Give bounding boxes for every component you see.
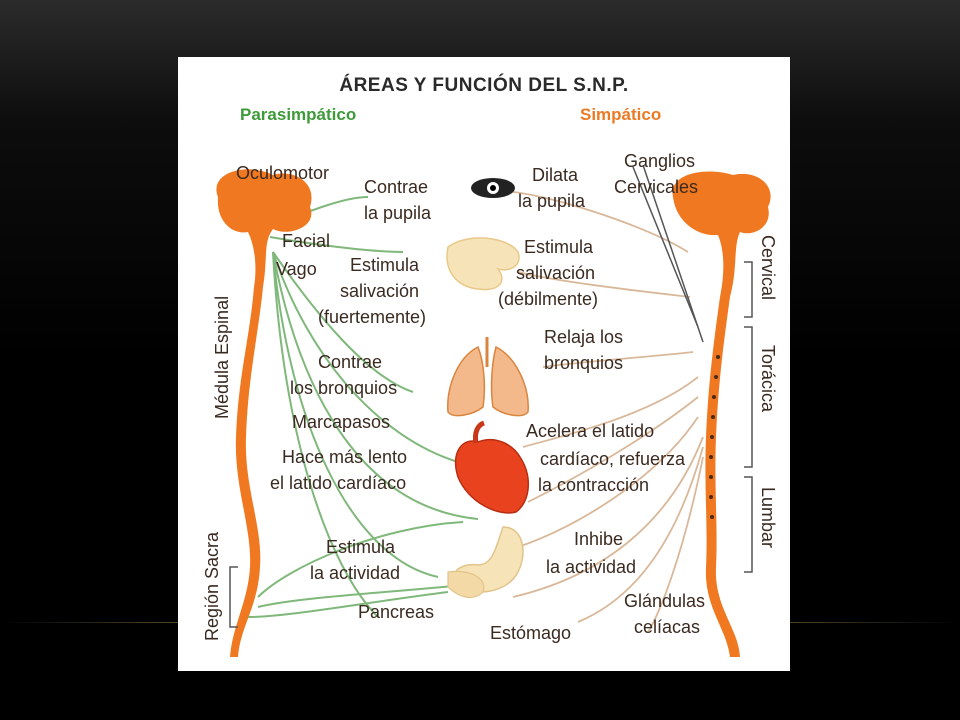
organ-stomach: Estómago: [490, 623, 572, 643]
symp-stomach-line2: la actividad: [546, 557, 637, 577]
para-saliva-line3: (fuertemente): [318, 307, 427, 327]
para-eye-line2: la pupila: [364, 203, 432, 223]
symp-eye-line2: la pupila: [518, 191, 586, 211]
symp-stomach-line1: Inhibe: [574, 529, 624, 549]
ganglia-line2: Cervicales: [614, 177, 699, 197]
symp-heart-line1: Acelera el latido: [526, 421, 655, 441]
symp-saliva-line2: salivación: [516, 263, 596, 283]
para-bronchi-line1: Contrae: [318, 352, 383, 372]
organ-pancreas: Pancreas: [358, 602, 435, 622]
parasympathetic-nerves: [247, 196, 479, 618]
para-saliva-line1: Estimula: [350, 255, 420, 275]
celiac-line2: celíacas: [634, 617, 701, 637]
para-eye-line1: Contrae: [364, 177, 429, 197]
symp-bronchi-line2: bronquios: [544, 353, 624, 373]
nerve-facial: Facial: [282, 231, 331, 251]
celiac-line1: Glándulas: [624, 591, 706, 611]
symp-saliva-line1: Estimula: [524, 237, 594, 257]
ganglia-line1: Ganglios: [624, 151, 696, 171]
snp-diagram: ÁREAS Y FUNCIÓN DEL S.N.P. Parasimpático…: [178, 57, 790, 671]
symp-heart-line2: cardíaco, refuerza: [540, 449, 686, 469]
diagram-title: ÁREAS Y FUNCIÓN DEL S.N.P.: [339, 75, 629, 96]
diagram-artwork: [216, 164, 771, 657]
heart-icon: [454, 420, 530, 514]
right-spinal-cord: [672, 171, 771, 657]
eye-icon: [471, 178, 515, 198]
nerve-vago: Vago: [276, 259, 317, 279]
label-toracica: Torácica: [758, 345, 778, 413]
label-lumbar: Lumbar: [758, 487, 778, 549]
para-heart-line2: el latido cardíaco: [270, 473, 407, 493]
region-brackets: [229, 261, 753, 628]
symp-bronchi-line1: Relaja los: [544, 327, 624, 347]
para-stomach-line1: Estimula: [326, 537, 396, 557]
label-region-sacra: Región Sacra: [202, 531, 222, 641]
symp-saliva-line3: (débilmente): [498, 289, 599, 309]
sympathetic-nerves: [512, 164, 704, 633]
stomach-pancreas-icon: [447, 526, 524, 599]
para-saliva-line2: salivación: [340, 281, 420, 301]
para-stomach-line2: la actividad: [310, 563, 401, 583]
label-cervical: Cervical: [758, 235, 778, 301]
lungs-icon: [447, 337, 529, 417]
salivary-gland-icon: [446, 237, 520, 291]
left-spinal-cord: [216, 169, 312, 657]
nerve-oculomotor: Oculomotor: [236, 163, 330, 183]
para-bronchi-line2: los bronquios: [290, 378, 398, 398]
para-pacemaker: Marcapasos: [292, 412, 391, 432]
label-medula-espinal: Médula Espinal: [212, 295, 232, 419]
symp-eye-line1: Dilata: [532, 165, 579, 185]
symp-heart-line3: la contracción: [538, 475, 650, 495]
legend-parasympathetic: Parasimpático: [240, 105, 357, 124]
para-heart-line1: Hace más lento: [282, 447, 408, 467]
legend-sympathetic: Simpático: [580, 105, 662, 124]
